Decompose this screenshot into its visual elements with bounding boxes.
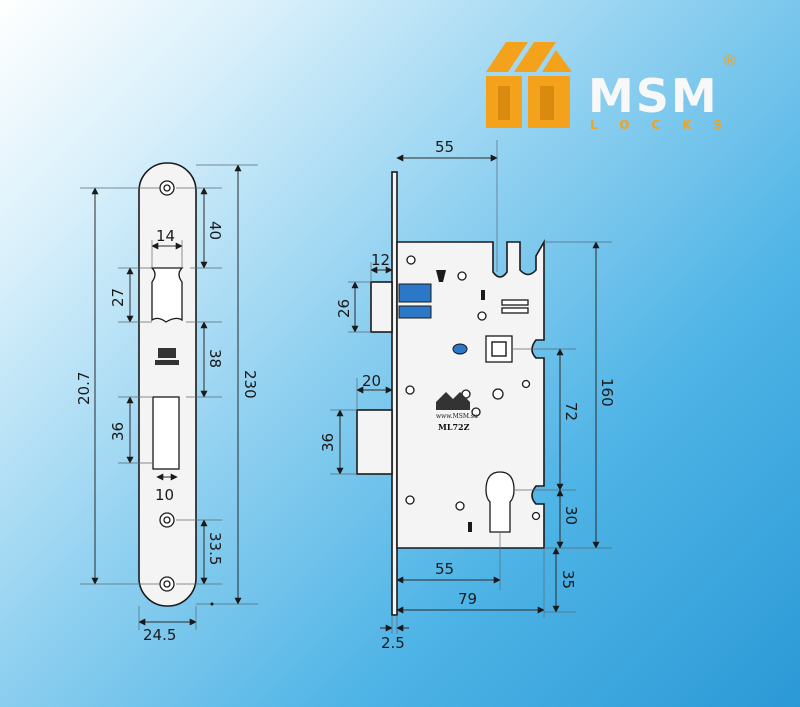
lockbody-logo-icon	[436, 392, 470, 410]
lockbody-url: www.MSM.su	[436, 413, 478, 420]
dim-lockbody-height: 160	[598, 378, 616, 407]
cylinder-cutout	[485, 471, 515, 533]
dim-center-distance: 72	[562, 402, 580, 421]
faceplate-drawing: 14 40 27 38 230 20.7 36 10	[75, 162, 259, 644]
dim-lockbody-backset-top: 55	[435, 138, 454, 156]
dim-plate-thickness: 2.5	[381, 634, 405, 652]
dim-lockbody-backset-bottom: 55	[435, 560, 454, 578]
lockbody-model: ML72Z	[438, 422, 470, 432]
dim-faceplate-bolt-height: 36	[109, 422, 127, 441]
dim-lockbody-width: 79	[458, 590, 477, 608]
registered-mark: ®	[722, 51, 738, 70]
logo-name: MSM	[588, 69, 719, 123]
dim-latch-projection: 12	[371, 251, 390, 269]
dim-faceplate-spacing: 38	[206, 349, 224, 368]
logo-mark-icon	[486, 42, 572, 128]
dim-faceplate-total-length: 230	[241, 370, 259, 399]
latch-bolt	[370, 281, 393, 333]
dim-faceplate-bottom-offset: 33.5	[206, 532, 224, 565]
dim-faceplate-width: 24.5	[143, 626, 176, 644]
dim-latch-height: 26	[335, 299, 353, 318]
dim-deadbolt-height: 36	[319, 433, 337, 452]
dim-lockbody-tail: 35	[559, 570, 577, 589]
latch-tail	[398, 283, 432, 303]
dim-faceplate-latch-height: 27	[109, 288, 127, 307]
lockbody-drawing: www.MSM.su ML72Z 55 12 26 20 36 160	[319, 138, 616, 652]
dim-faceplate-top-offset: 40	[206, 221, 224, 240]
spindle-hub	[485, 335, 513, 363]
faceplate-logo-icon	[155, 348, 179, 365]
dim-deadbolt-projection: 20	[362, 372, 381, 390]
dim-cylinder-offset: 30	[562, 506, 580, 525]
dim-faceplate-width-top: 14	[156, 227, 175, 245]
bolt-opening	[152, 396, 180, 470]
latch-opening	[150, 267, 184, 323]
faceplate-outline	[138, 162, 197, 607]
msm-logo: MSM LOCKS ®	[486, 42, 744, 132]
dim-faceplate-bolt-width: 10	[155, 486, 174, 504]
dead-bolt	[356, 409, 393, 475]
dim-faceplate-span: 20.7	[75, 372, 93, 405]
logo-subtitle: LOCKS	[590, 118, 744, 132]
